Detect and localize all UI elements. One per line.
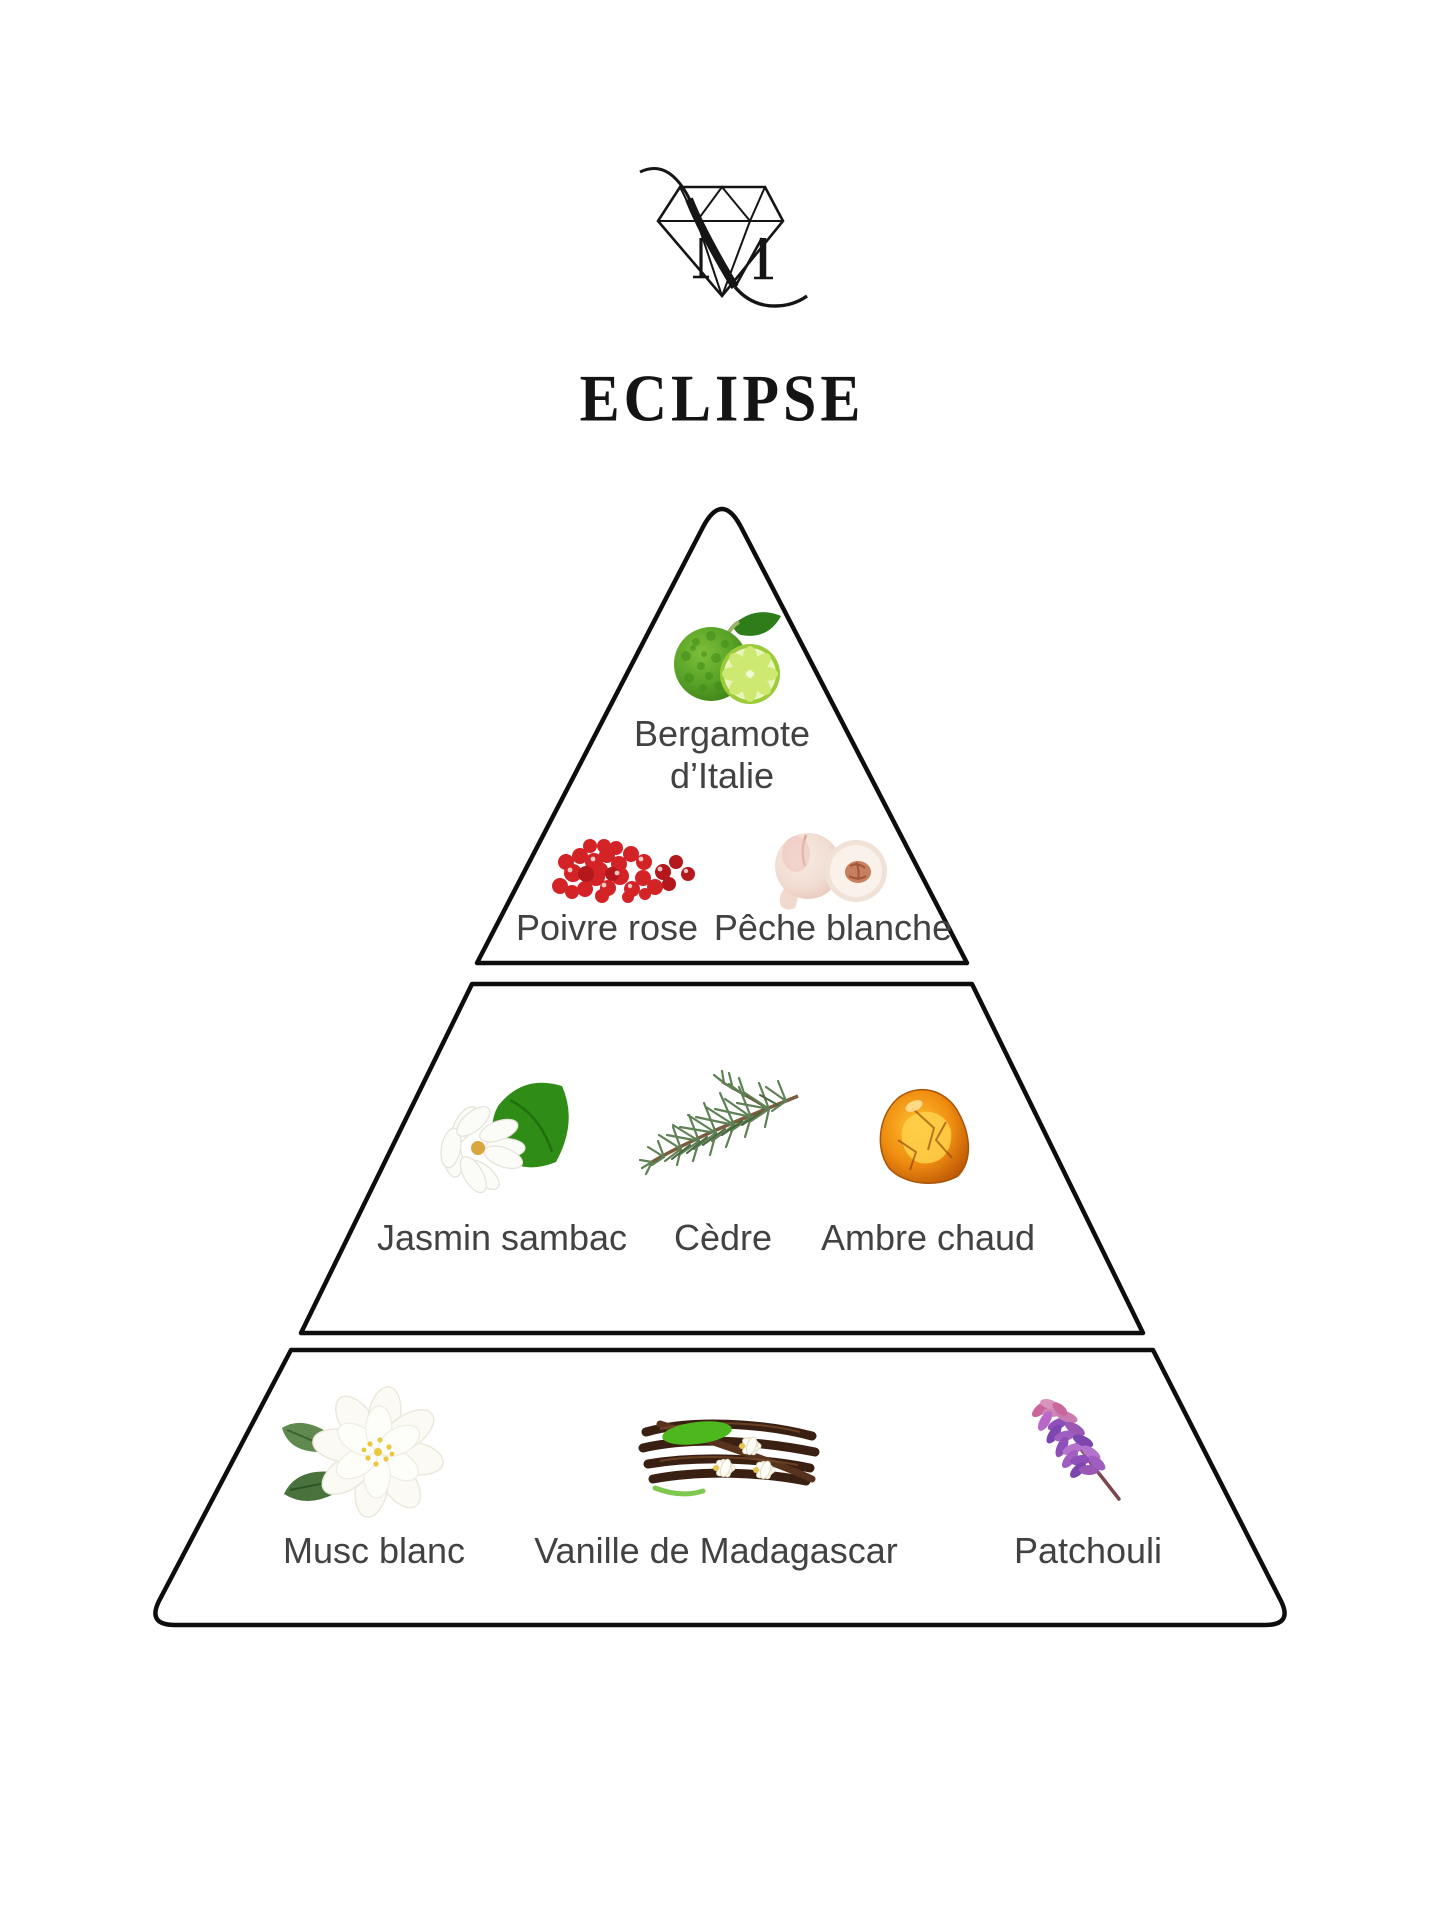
monogram-m — [685, 197, 808, 308]
vanilla-blossoms — [713, 1436, 776, 1480]
vanilla-pods-icon — [638, 1419, 820, 1497]
note-label-musc-blanc: Musc blanc — [282, 1530, 466, 1571]
note-label-bergamote: Bergamote d’Italie — [633, 713, 811, 796]
note-label-vanille-madagascar: Vanille de Madagascar — [534, 1530, 898, 1571]
tier-top-outline — [474, 506, 970, 966]
note-label-jasmin-sambac: Jasmin sambac — [376, 1217, 628, 1258]
bergamot-icon — [674, 612, 781, 704]
white-peach-icon — [775, 833, 887, 910]
pink-peppercorns-icon — [552, 839, 695, 903]
note-label-peche-blanche: Pêche blanche — [713, 907, 953, 948]
note-label-patchouli: Patchouli — [1013, 1530, 1163, 1571]
jasmine-flower-icon — [440, 1082, 569, 1194]
note-label-cedre: Cèdre — [673, 1217, 773, 1258]
fragrance-title: ECLIPSE — [579, 361, 865, 436]
tier-heart-outline — [298, 981, 1146, 1336]
note-label-poivre-rose: Poivre rose — [515, 907, 699, 948]
tier-base-outline — [153, 1347, 1287, 1628]
amber-stone-icon — [879, 1089, 970, 1184]
brand-logo-diamond-monogram — [639, 167, 808, 308]
note-label-ambre-chaud: Ambre chaud — [820, 1217, 1036, 1258]
patchouli-flower-icon — [1031, 1399, 1121, 1501]
white-musk-flower-icon — [282, 1386, 444, 1518]
cedar-branch-icon — [638, 1069, 799, 1176]
